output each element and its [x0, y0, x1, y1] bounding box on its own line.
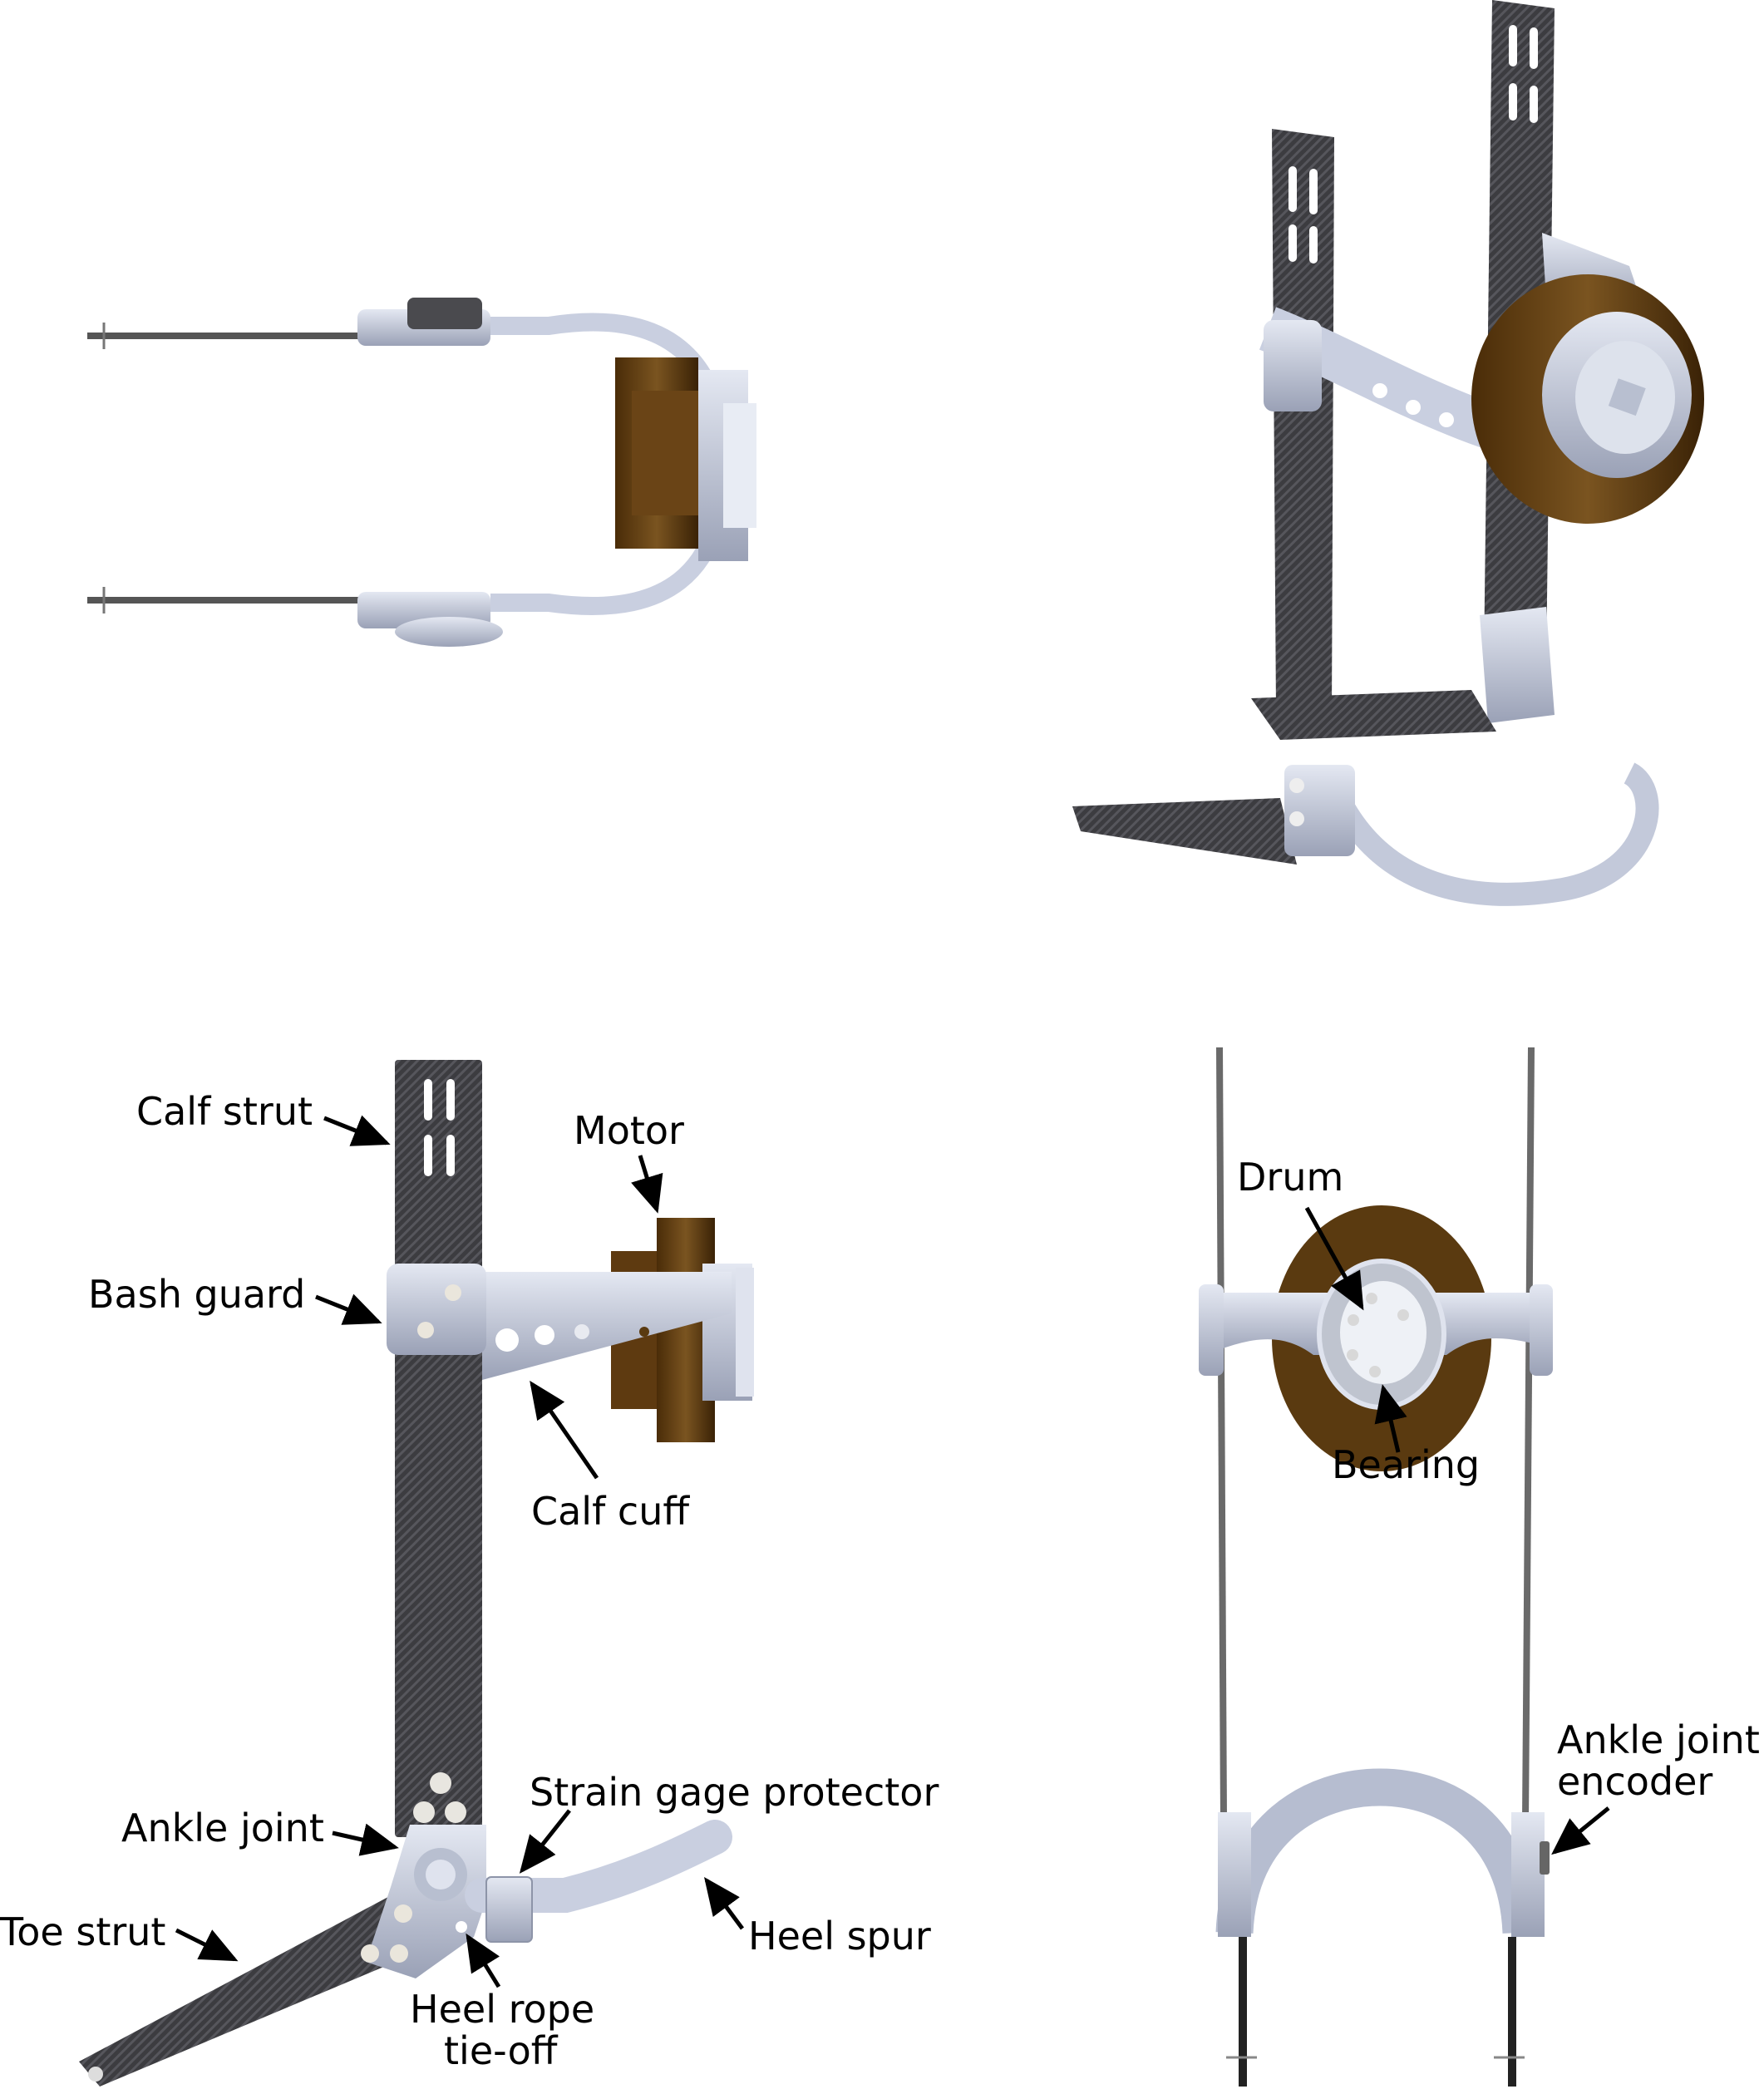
iso-frame	[1328, 762, 1659, 906]
label-ankle-encoder-line2: encoder	[1557, 1759, 1712, 1804]
upper-rod	[87, 333, 370, 339]
label-motor: Motor	[574, 1108, 684, 1153]
drum	[1340, 1281, 1426, 1384]
label-toe-strut: Toe strut	[0, 1909, 165, 1954]
label-calf-cuff: Calf cuff	[531, 1489, 690, 1534]
side-view-panel	[79, 1060, 754, 2087]
label-drum: Drum	[1237, 1155, 1343, 1200]
calf-strut	[395, 1060, 482, 1837]
label-ankle-encoder-line1: Ankle joint	[1557, 1717, 1760, 1762]
right-rope	[1522, 1047, 1535, 1821]
label-heel-rope-line2: tie-off	[444, 2028, 559, 2073]
iso-toe-strut	[1072, 798, 1297, 865]
label-ankle-joint: Ankle joint	[121, 1806, 324, 1850]
annotation-arrows	[175, 1115, 1610, 1988]
label-calf-strut: Calf strut	[136, 1089, 313, 1134]
iso-left-strut	[1272, 129, 1334, 715]
heel-spur	[465, 1820, 732, 1913]
top-view-panel	[87, 298, 756, 647]
annotation-labels: Calf strut Motor Bash guard Calf cuff An…	[0, 1089, 1760, 2073]
strain-gage-protector	[485, 1876, 533, 1943]
front-view-panel	[1199, 1047, 1553, 2087]
label-heel-spur: Heel spur	[748, 1914, 931, 1959]
front-arch	[1215, 1768, 1540, 1934]
lower-rod	[87, 597, 370, 604]
label-strain-gage-protector: Strain gage protector	[530, 1770, 939, 1815]
label-bash-guard: Bash guard	[88, 1272, 305, 1317]
left-rope	[1216, 1047, 1227, 1821]
label-bearing: Bearing	[1332, 1442, 1480, 1487]
isometric-view-panel	[1072, 0, 1704, 906]
label-heel-rope-line1: Heel rope	[410, 1987, 594, 2032]
calf-cuff	[482, 1272, 732, 1380]
bash-guard	[387, 1264, 486, 1355]
ankle-encoder	[1540, 1841, 1550, 1875]
toe-strut	[79, 1891, 445, 2087]
